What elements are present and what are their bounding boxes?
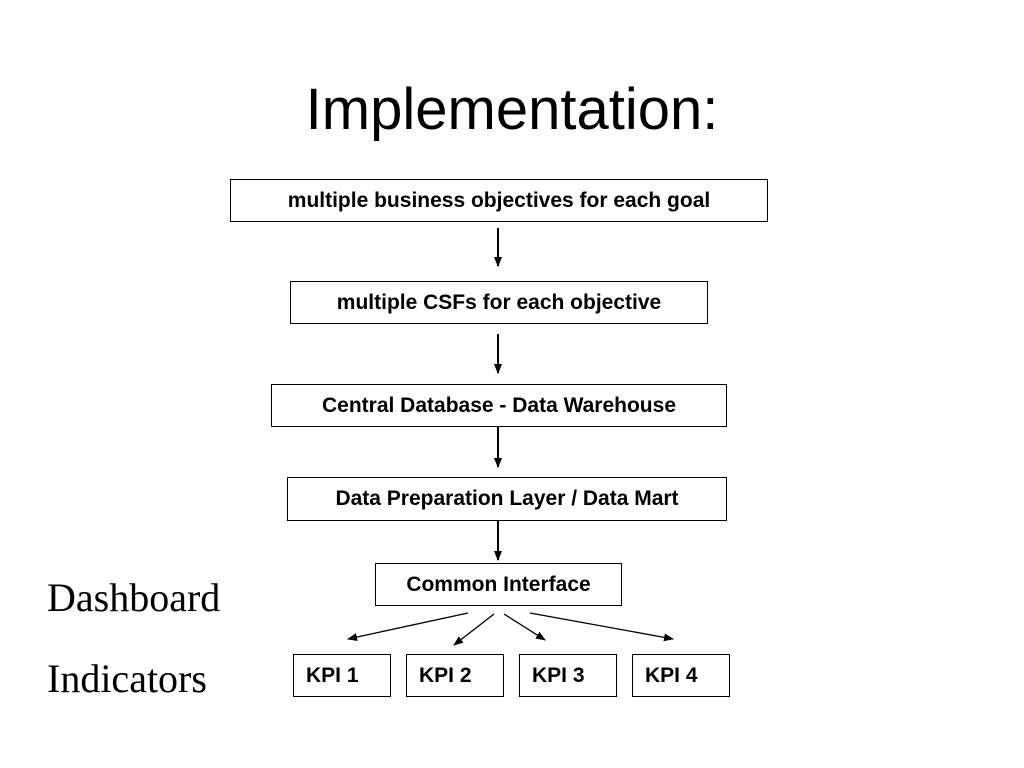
arrow-interface-to-kpi-3 — [503, 613, 546, 641]
box-kpi-1: KPI 1 — [293, 654, 391, 697]
box-kpi-3: KPI 3 — [519, 654, 617, 697]
box-csfs: multiple CSFs for each objective — [290, 281, 708, 324]
arrow-interface-to-kpi-2 — [453, 613, 495, 646]
box-data-warehouse: Central Database - Data Warehouse — [271, 384, 727, 427]
box-kpi-2: KPI 2 — [406, 654, 504, 697]
box-common-interface: Common Interface — [375, 563, 622, 606]
arrow-interface-to-kpi-1 — [347, 612, 469, 642]
slide-title: Implementation: — [305, 77, 719, 142]
label-dashboard: Dashboard — [47, 575, 221, 620]
box-data-mart: Data Preparation Layer / Data Mart — [287, 477, 727, 521]
label-indicators: Indicators — [47, 656, 207, 701]
box-kpi-4: KPI 4 — [632, 654, 730, 697]
box-business-objectives: multiple business objectives for each go… — [230, 179, 768, 222]
arrow-interface-to-kpi-4 — [529, 612, 674, 642]
